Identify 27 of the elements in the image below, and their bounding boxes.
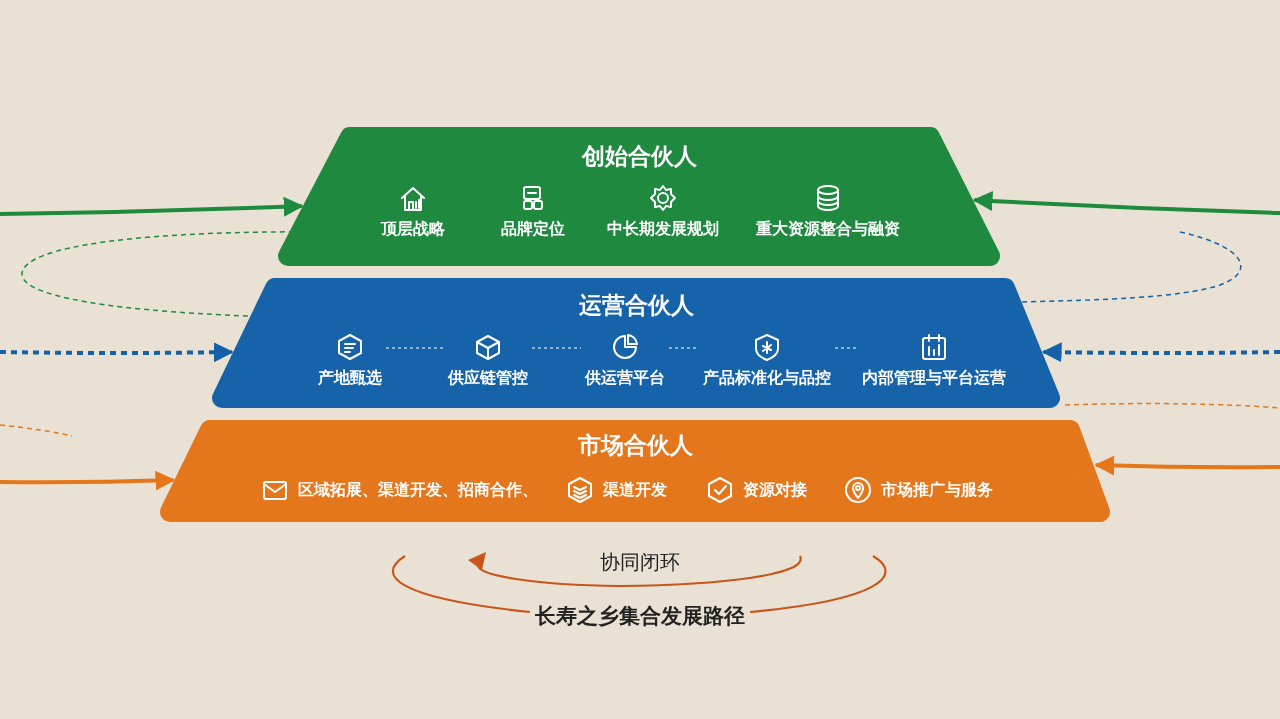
arrow <box>1041 342 1280 363</box>
band-title: 创始合伙人 <box>581 142 697 171</box>
item-label: 顶层战略 <box>381 219 445 239</box>
item-label: 供运营平台 <box>585 368 665 388</box>
item-label: 产地甄选 <box>318 368 382 388</box>
item-label: 市场推广与服务 <box>881 479 993 500</box>
band-title: 运营合伙人 <box>578 291 694 320</box>
item-label: 产品标准化与品控 <box>703 368 831 388</box>
arrow <box>0 196 304 217</box>
arrow <box>1094 455 1280 476</box>
item-label: 渠道开发 <box>603 479 667 500</box>
item-label: 资源对接 <box>743 479 807 500</box>
arrow <box>0 342 234 363</box>
item-label: 供应链管控 <box>448 368 528 388</box>
connector-line <box>834 347 859 349</box>
connector-line <box>531 347 582 349</box>
item-label: 中长期发展规划 <box>607 219 719 239</box>
band-title: 市场合伙人 <box>577 431 693 460</box>
loop-label: 协同闭环 <box>600 550 680 575</box>
connector-line <box>385 347 445 349</box>
arrow <box>0 470 176 491</box>
caption: 长寿之乡集合发展路径 <box>535 603 745 629</box>
item-label: 内部管理与平台运营 <box>862 368 1006 388</box>
item-label: 品牌定位 <box>501 219 565 239</box>
arrow <box>972 191 1280 215</box>
item-label: 区域拓展、渠道开发、招商合作、 <box>298 479 538 500</box>
item-label: 重大资源整合与融资 <box>756 219 900 239</box>
